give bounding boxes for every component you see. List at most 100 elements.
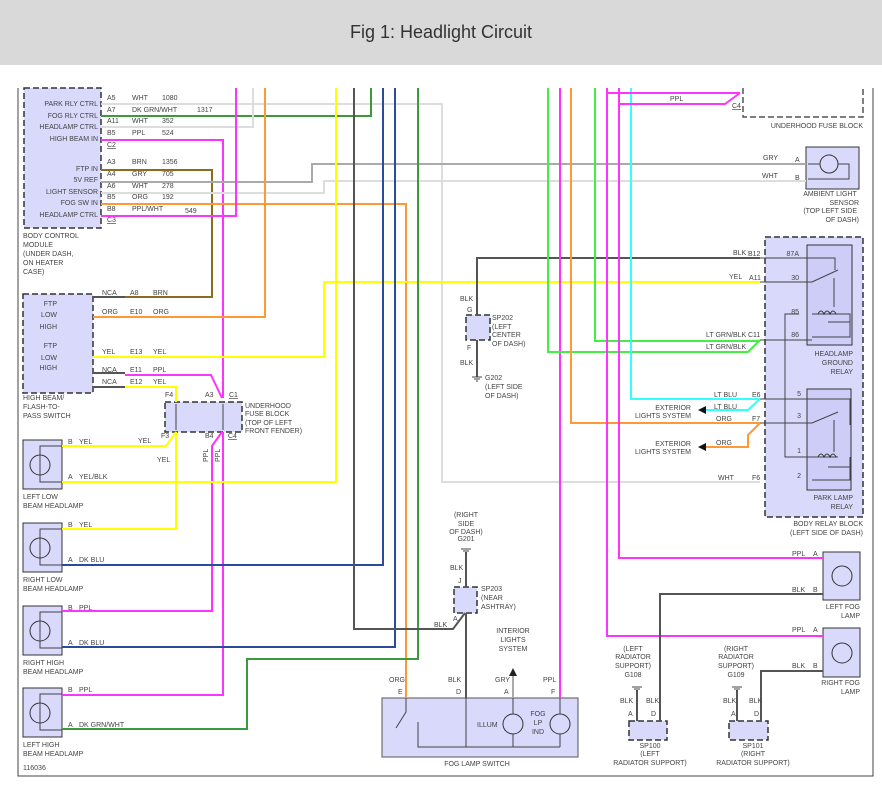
label: IND bbox=[532, 729, 544, 736]
wire-color-label: ORG bbox=[716, 440, 732, 447]
lamp-filament bbox=[39, 611, 62, 649]
ground-caption: (RIGHT bbox=[454, 512, 479, 519]
wire-ppl bbox=[606, 93, 823, 637]
body-control-module bbox=[23, 87, 102, 229]
terminal-id: A3 bbox=[205, 392, 214, 399]
component-caption: HEADLAMP bbox=[814, 351, 853, 358]
label: LIGHTS SYSTEM bbox=[635, 413, 691, 420]
bcm-pin-label: HEADLAMP CTRL bbox=[39, 212, 98, 219]
component-caption: (RIGHT bbox=[741, 751, 766, 758]
headlamp bbox=[22, 439, 63, 490]
splice-sp203 bbox=[453, 586, 478, 614]
ground-caption: G109 bbox=[727, 672, 744, 679]
component-caption: BODY RELAY BLOCK bbox=[793, 521, 863, 528]
high-beam-flash-to-pass-switch bbox=[22, 293, 94, 394]
headlamp bbox=[22, 687, 63, 738]
wire-color-label: YEL bbox=[79, 522, 92, 529]
wire-color-label: LT BLU bbox=[714, 404, 737, 411]
terminal-id: A bbox=[504, 689, 509, 696]
label: BLK bbox=[723, 698, 737, 705]
terminal-id: D bbox=[754, 711, 759, 718]
wire-color-label: YEL bbox=[153, 349, 166, 356]
wire-ppl bbox=[62, 431, 223, 612]
component-caption: (LEFT bbox=[492, 324, 512, 331]
component-caption: OF DASH) bbox=[492, 341, 525, 348]
terminal-id: B bbox=[68, 605, 73, 612]
relay-pin: 1 bbox=[797, 448, 801, 455]
wire-dkgrn bbox=[62, 88, 419, 730]
wire-color-label: PPL/WHT bbox=[132, 206, 164, 213]
terminal-id: F bbox=[467, 345, 471, 352]
component-caption: UNDERHOOD bbox=[245, 403, 291, 410]
component-caption: SP101 bbox=[742, 743, 763, 750]
bcm-pin-label: PARK RLY CTRL bbox=[44, 101, 98, 108]
terminal-id: E10 bbox=[130, 309, 143, 316]
terminal-id: F4 bbox=[165, 392, 173, 399]
ground-caption: SIDE bbox=[458, 521, 475, 528]
component-caption: (TOP OF LEFT bbox=[245, 420, 293, 427]
circuit-number: 192 bbox=[162, 194, 174, 201]
terminal-id: A bbox=[453, 616, 458, 623]
label: PPL bbox=[792, 551, 805, 558]
terminal-id: A bbox=[731, 711, 736, 718]
wire-color-label: PPL bbox=[543, 677, 556, 684]
label: BLK bbox=[646, 698, 660, 705]
ground-icon bbox=[632, 686, 642, 692]
component-caption: RELAY bbox=[831, 369, 854, 376]
wire-color-label: DK GRN/WHT bbox=[79, 722, 125, 729]
splice-sp101 bbox=[728, 720, 769, 741]
component-caption: PARK LAMP bbox=[813, 495, 853, 502]
switch-position-label: HIGH bbox=[40, 324, 58, 331]
component-caption: LEFT FOG bbox=[826, 604, 860, 611]
lamp-bulb-icon bbox=[831, 642, 853, 664]
terminal-id: E12 bbox=[130, 379, 143, 386]
component-caption: (UNDER DASH, bbox=[23, 251, 74, 258]
indicator-lamp-icon bbox=[549, 713, 571, 735]
component-caption: (LEFT bbox=[640, 751, 660, 758]
ground-caption: SUPPORT) bbox=[718, 663, 754, 670]
component-caption: FLASH-TO- bbox=[23, 404, 60, 411]
wire-yel bbox=[62, 88, 337, 483]
terminal-id: A11 bbox=[749, 275, 761, 282]
terminal-id: D bbox=[651, 711, 656, 718]
bcm-pin-label: HEADLAMP CTRL bbox=[39, 124, 98, 131]
splice-sp100 bbox=[628, 720, 668, 741]
arrow-left-icon bbox=[698, 406, 706, 414]
component-caption: UNDERHOOD FUSE BLOCK bbox=[771, 123, 864, 130]
component-caption: AMBIENT LIGHT bbox=[803, 191, 857, 198]
terminal-id: A bbox=[795, 157, 800, 164]
label: YEL bbox=[138, 438, 151, 445]
terminal-id: B5 bbox=[107, 130, 116, 137]
wire-blk bbox=[659, 593, 823, 721]
terminal-id: J bbox=[458, 578, 462, 585]
wire-color-label: BLK bbox=[733, 250, 747, 257]
label: BLK bbox=[792, 663, 806, 670]
terminal-id: E13 bbox=[130, 349, 143, 356]
wire-color-label: BRN bbox=[132, 159, 147, 166]
wire-color-label: YEL bbox=[79, 439, 92, 446]
label: FOG bbox=[530, 711, 545, 718]
relay-pin: 86 bbox=[791, 332, 799, 339]
diagram-frame bbox=[17, 88, 874, 777]
ground-caption: RADIATOR bbox=[615, 654, 651, 661]
wire-brn bbox=[101, 169, 213, 298]
wire-ppl bbox=[101, 139, 224, 398]
ground-caption: SUPPORT) bbox=[615, 663, 651, 670]
right-fog-lamp bbox=[822, 627, 861, 678]
terminal-id: E bbox=[398, 689, 403, 696]
wire-wht bbox=[101, 103, 760, 483]
label: NCA bbox=[102, 290, 117, 297]
terminal-id: C4 bbox=[732, 103, 741, 110]
component-caption: (NEAR bbox=[481, 595, 503, 602]
terminal-id: C1 bbox=[229, 392, 238, 399]
park-lamp-relay bbox=[806, 388, 852, 491]
figure-header: Fig 1: Headlight Circuit bbox=[0, 0, 882, 65]
terminal-id: A bbox=[68, 722, 73, 729]
ground-caption: (RIGHT bbox=[724, 646, 749, 653]
wire-ppl bbox=[125, 374, 223, 399]
terminal-id: A bbox=[68, 557, 73, 564]
component-caption: BEAM HEADLAMP bbox=[23, 586, 84, 593]
wire-ppl bbox=[606, 88, 740, 94]
wire-ltgrn bbox=[594, 88, 760, 342]
component-caption: LEFT LOW bbox=[23, 494, 58, 501]
